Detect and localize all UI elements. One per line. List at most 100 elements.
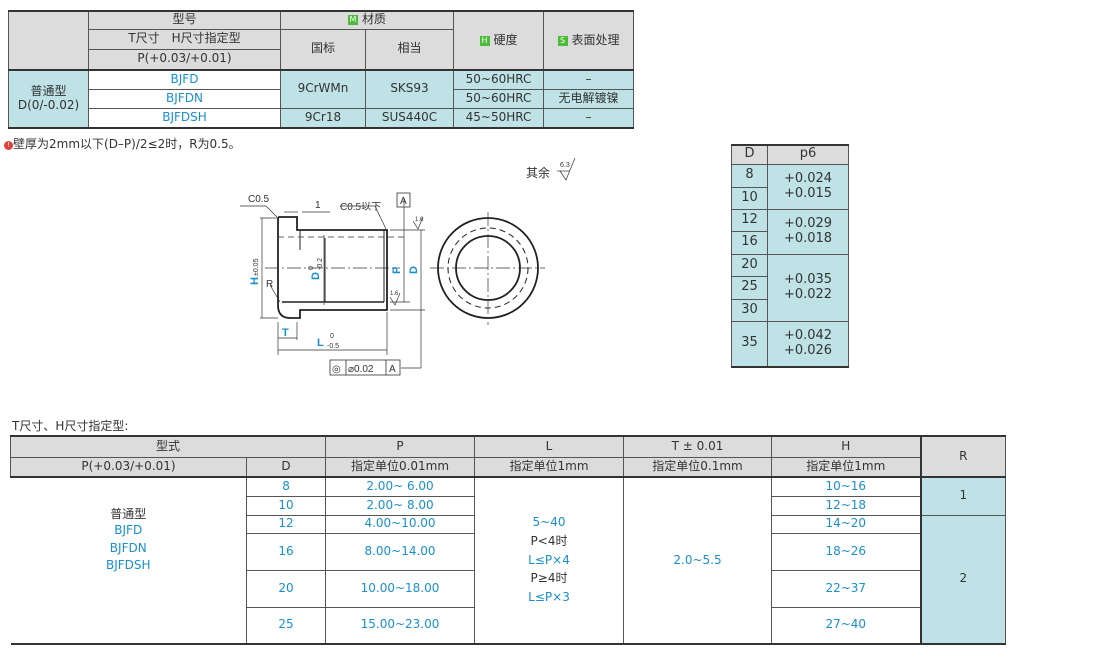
p6-cell: +0.035+0.022 (767, 253, 849, 322)
d-cell: 35 (731, 320, 768, 368)
dim-1-label: 1 (315, 200, 321, 211)
datum-a-label: A (400, 196, 407, 207)
flange-d-tol-low: -0.2 (317, 258, 324, 270)
d-dim-label: D (408, 266, 420, 274)
model-bjfdsh: BJFDSH (105, 558, 151, 573)
section-title: T尺寸、H尺寸指定型: (12, 419, 129, 433)
l-dim-label: L (317, 337, 324, 349)
surface-cell: 无电解镀镍 (543, 88, 635, 109)
l-condition: P≥4时 (530, 571, 568, 586)
type-cell: 普通型 BJFD BJFDN BJFDSH (10, 476, 247, 645)
warning-icon: ! (4, 141, 13, 150)
tol-label: D(0/-0.02) (17, 98, 80, 112)
roughness-1-6-label: 1.6 (415, 217, 424, 223)
t-dim-label: T (282, 327, 289, 339)
p6-lower: +0.022 (783, 286, 833, 302)
p6-upper: +0.024 (783, 170, 833, 186)
h-range-cell: 18~26 (771, 532, 922, 571)
bushing-drawing: C0.5 1 C0.5以下 A 1.6 1.6 其余 6.3 H±0.05 R … (240, 157, 576, 376)
l-rule: L≤P×3 (528, 590, 570, 605)
d-cell: 10 (731, 186, 768, 210)
equiv-cell: SKS93 (364, 69, 455, 109)
header-r: R (919, 435, 1007, 478)
roughness-6-3-label: 6.3 (560, 162, 570, 169)
corner-cell (8, 10, 89, 71)
p6-upper: +0.029 (783, 215, 833, 231)
header-model-sub: T尺寸 H尺寸指定型 (88, 28, 281, 50)
p6-cell: +0.029+0.018 (767, 208, 849, 255)
d-cell: 25 (731, 275, 768, 300)
r-cell: 2 (919, 514, 1007, 645)
header-t-unit: 指定单位0.1mm (623, 456, 773, 478)
model-bjfd: BJFD (114, 522, 143, 537)
header-p: P (325, 435, 476, 458)
p6-lower: +0.015 (783, 185, 833, 201)
header-model: 型号 (88, 10, 281, 30)
p6-cell: +0.024+0.015 (767, 163, 849, 210)
header-t: T ± 0.01 (623, 435, 773, 458)
surface-cell: – (543, 69, 635, 90)
surface-badge-icon: S (557, 35, 568, 46)
flange-d-tol-up: 0 (308, 266, 315, 270)
roughness-1-6-label: 1.6 (390, 291, 399, 297)
p6-lower: +0.018 (783, 230, 833, 246)
l-range: 5~40 (532, 515, 566, 529)
header-type: 型式 (9, 435, 327, 458)
header-p-tol: P(+0.03/+0.01) (10, 456, 247, 478)
header-p6: p6 (767, 144, 849, 165)
p-range-cell: 2.00~ 8.00 (325, 495, 476, 516)
surface-cell: – (543, 107, 635, 129)
d-cell: 20 (731, 253, 768, 277)
gb-cell: 9CrWMn (280, 69, 366, 109)
header-h: H (771, 435, 922, 458)
p-range-cell: 10.00~18.00 (325, 569, 476, 608)
t-range-cell: 2.0~5.5 (623, 476, 773, 645)
h-tol-label: ±0.05 (253, 258, 260, 276)
h-range-cell: 14~20 (771, 514, 922, 534)
d-cell: 12 (245, 514, 327, 534)
l-condition: P<4时 (530, 533, 568, 548)
wall-thickness-note: !壁厚为2mm以下(D–P)/2≤2时，R为0.5。 (4, 135, 241, 152)
model-bjfdn: BJFDN (88, 88, 281, 109)
d-cell: 10 (245, 495, 327, 516)
model-bjfdn: BJFDN (109, 540, 147, 555)
p-range-cell: 2.00~ 6.00 (325, 476, 476, 497)
header-gb: 国标 (280, 28, 366, 71)
type-name: 普通型 (110, 506, 147, 521)
h-range-cell: 22~37 (771, 569, 922, 608)
p6-cell: +0.042+0.026 (767, 320, 849, 368)
d-cell: 8 (731, 163, 768, 188)
h-range-cell: 10~16 (771, 476, 922, 497)
gdt-value: ⌀0.02 (348, 364, 374, 375)
d-cell: 30 (731, 298, 768, 322)
p-range-cell: 15.00~23.00 (325, 606, 476, 645)
header-d: D (245, 456, 327, 478)
header-h-unit: 指定单位1mm (771, 456, 922, 478)
p6-lower: +0.026 (783, 342, 833, 358)
p6-upper: +0.035 (783, 271, 833, 287)
d-cell: 16 (245, 532, 327, 571)
material-badge-icon: M (348, 15, 358, 26)
p-range-cell: 4.00~10.00 (325, 514, 476, 534)
model-bjfdsh: BJFDSH (88, 107, 281, 129)
chamfer-below-label: C0.5以下 (340, 202, 381, 213)
hardness-badge-icon: H (479, 35, 490, 46)
dimension-spec-table: 型式 P L T ± 0.01 H R P(+0.03/+0.01) D 指定单… (9, 435, 1007, 645)
p-dim-label: P (391, 267, 403, 274)
h-range-cell: 27~40 (771, 606, 922, 645)
d-cell: 25 (245, 606, 327, 645)
r-label: R (266, 279, 273, 290)
l-rule: L≤P×4 (528, 552, 570, 567)
model-bjfd: BJFD (88, 69, 281, 90)
header-p-unit: 指定单位0.01mm (325, 456, 476, 478)
flange-d-label: D (310, 272, 322, 280)
d-cell: 20 (245, 569, 327, 608)
gdt-frame: ◎ ⌀0.02 A (329, 359, 401, 376)
l-tol-low: -0.5 (327, 343, 339, 350)
d-cell: 16 (731, 230, 768, 255)
